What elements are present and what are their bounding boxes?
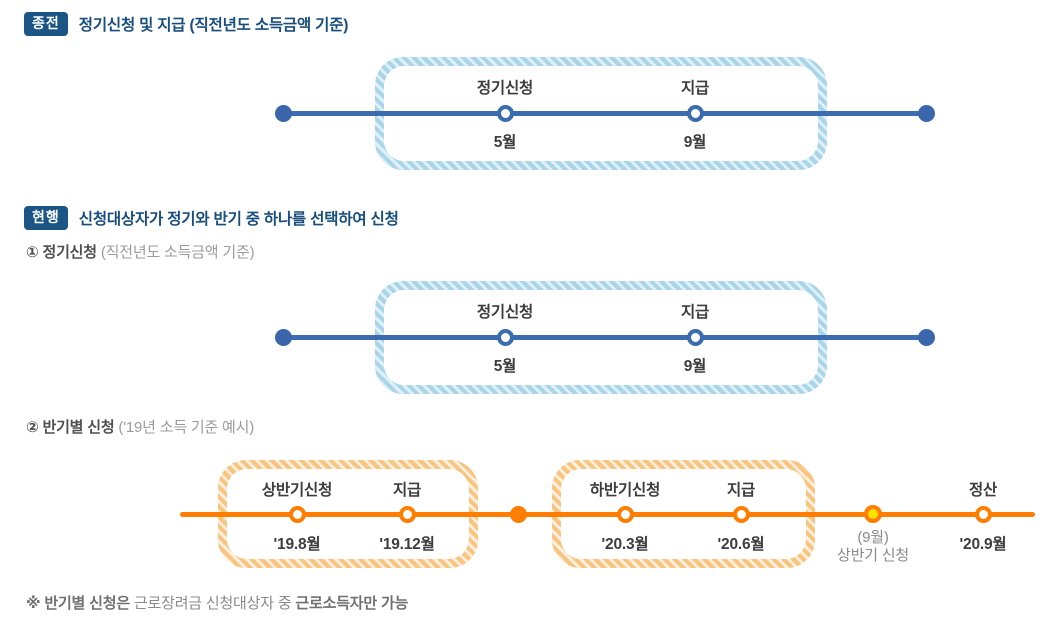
marker-top-label: 정기신청 (476, 304, 534, 321)
previous-badge: 종전 (24, 12, 68, 36)
marker-bottom-label: '19.12월 (379, 536, 435, 553)
subheading-regular-label: ① 정기신청 (26, 244, 97, 261)
marker-bottom-label: '20.6월 (717, 536, 765, 553)
timeline-half-year: 상반기신청 '19.8월 지급 '19.12월 하반기신청 '20.3월 지급 … (0, 460, 1052, 575)
subheading-half-year-application: ② 반기별 신청 ('19년 소득 기준 예시) (26, 416, 254, 437)
timeline-endpoint-left (275, 105, 292, 122)
footnote: ※ 반기별 신청은 근로장려금 신청대상자 중 근로소득자만 가능 (26, 592, 408, 613)
timeline-endpoint-right (918, 105, 935, 122)
previous-section-title: 정기신청 및 지급 (직전년도 소득금액 기준) (78, 17, 349, 34)
marker-bottom-label: 9월 (683, 358, 707, 375)
footnote-lead: ※ 반기별 신청은 (26, 595, 130, 612)
current-section-header: 현행 신청대상자가 정기와 반기 중 하나를 선택하여 신청 (24, 206, 399, 230)
marker-circle (975, 506, 992, 523)
marker-bottom-label: '20.9월 (959, 536, 1007, 553)
marker-bottom-label: 9월 (683, 134, 707, 151)
marker-top-label: 지급 (392, 482, 422, 499)
timeline-current-regular: 정기신청 5월 지급 9월 (0, 281, 1052, 394)
marker-top-label: 지급 (726, 482, 756, 499)
marker-september-point (864, 505, 882, 523)
subheading-half-label: ② 반기별 신청 (26, 419, 115, 436)
marker-circle (399, 506, 416, 523)
subheading-regular-application: ① 정기신청 (직전년도 소득금액 기준) (26, 241, 255, 262)
marker-top-label: 상반기신청 (261, 482, 333, 499)
marker-circle (289, 506, 306, 523)
marker-bottom-label: 5월 (493, 134, 517, 151)
marker-bottom-label: '19.8월 (273, 536, 321, 553)
timeline-line (283, 111, 928, 116)
marker-circle (687, 329, 704, 346)
subheading-regular-note: (직전년도 소득금액 기준) (100, 244, 255, 261)
marker-circle (497, 329, 514, 346)
september-note-line1: (9월) (857, 529, 889, 546)
marker-top-label: 지급 (680, 80, 710, 97)
timeline-previous: 정기신청 5월 지급 9월 (0, 57, 1052, 170)
marker-bottom-label: '20.3월 (601, 536, 649, 553)
timeline-endpoint-left (275, 329, 292, 346)
marker-circle (617, 506, 634, 523)
timeline-line (180, 512, 1035, 517)
marker-circle (733, 506, 750, 523)
marker-top-label: 정산 (968, 482, 998, 499)
footnote-emphasis: 근로소득자만 가능 (295, 595, 409, 612)
timeline-mid-dot (510, 506, 527, 523)
marker-top-label: 지급 (680, 304, 710, 321)
marker-top-label: 정기신청 (476, 80, 534, 97)
marker-bottom-label: 5월 (493, 358, 517, 375)
current-badge: 현행 (24, 206, 68, 230)
current-section-title: 신청대상자가 정기와 반기 중 하나를 선택하여 신청 (78, 211, 399, 228)
marker-top-label: 하반기신청 (589, 482, 661, 499)
timeline-endpoint-right (918, 329, 935, 346)
footnote-middle: 근로장려금 신청대상자 중 (129, 595, 296, 612)
marker-circle (497, 105, 514, 122)
timeline-line (283, 335, 928, 340)
subheading-half-note: ('19년 소득 기준 예시) (118, 419, 255, 436)
previous-section-header: 종전 정기신청 및 지급 (직전년도 소득금액 기준) (24, 12, 348, 36)
september-note-line2: 상반기 신청 (837, 547, 909, 564)
marker-circle (687, 105, 704, 122)
